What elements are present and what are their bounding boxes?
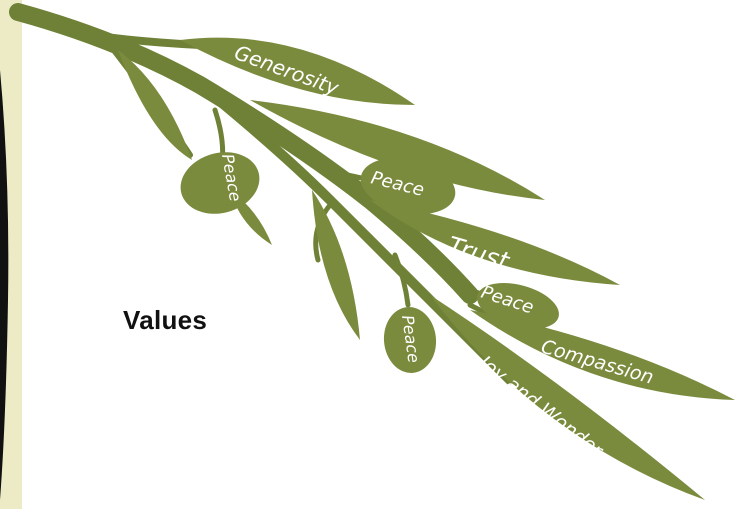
- leaf-joy-and-wonder: [430, 295, 705, 500]
- leaf-compassion: [470, 310, 735, 400]
- olive-peace-middle: [360, 157, 456, 215]
- leaf-left-drop: [118, 50, 192, 160]
- leaf-middle-hang: [312, 190, 360, 340]
- leaf-upper-long: [250, 100, 545, 200]
- leaf-generosity: [180, 37, 415, 106]
- olive-peace-right: [477, 282, 559, 330]
- leaves: [118, 37, 735, 500]
- leaf-trust: [370, 200, 620, 285]
- olive-peace-lower: [383, 307, 437, 373]
- olives: [180, 152, 559, 373]
- values-title: Values: [123, 305, 208, 335]
- olive-peace-upper-left: [180, 152, 260, 214]
- stem-peace-lower: [392, 252, 411, 308]
- stem-generosity: [86, 31, 204, 49]
- page-edge-shadow: [0, 70, 9, 500]
- main-stem: [9, 3, 479, 304]
